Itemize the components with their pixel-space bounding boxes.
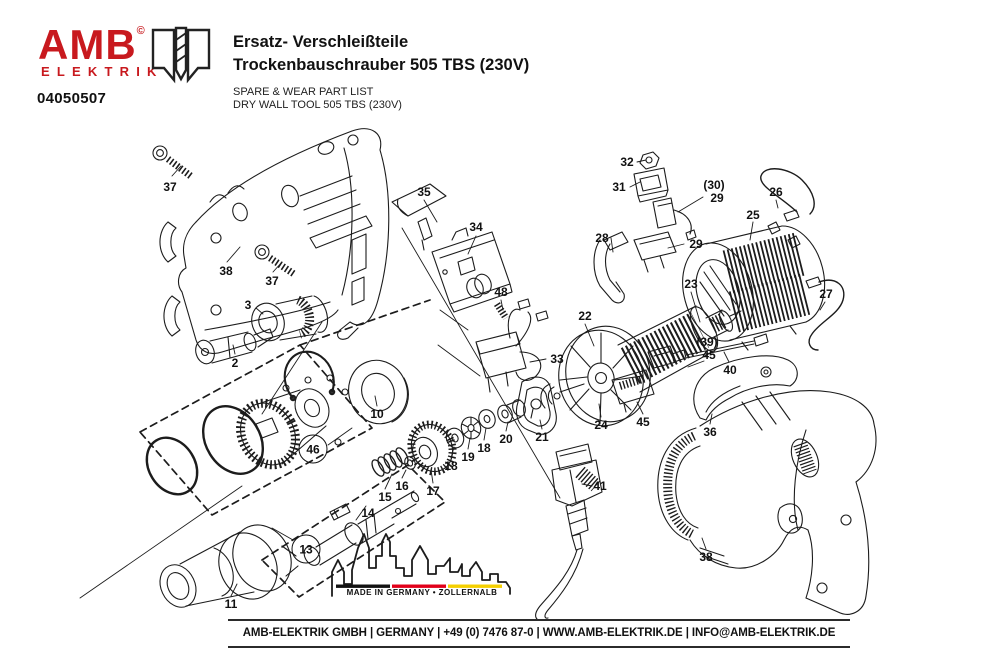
title-en-line1: SPARE & WEAR PART LIST bbox=[233, 86, 374, 98]
drill-bit-logo-icon bbox=[151, 26, 211, 84]
chuck-sleeve-drawing bbox=[251, 295, 329, 342]
clutch-gear-drawing bbox=[407, 420, 457, 476]
screw-37-top bbox=[152, 145, 195, 180]
brand-name: AMB bbox=[38, 21, 137, 68]
page-title-english: SPARE & WEAR PART LIST DRY WALL TOOL 505… bbox=[233, 86, 402, 113]
bushing-20-drawing bbox=[497, 399, 526, 424]
brand-logo-subtext: ELEKTRIK bbox=[41, 64, 164, 79]
flag-bar bbox=[336, 584, 502, 588]
screw-37-mid bbox=[254, 244, 296, 277]
document-part-number: 04050507 bbox=[37, 90, 107, 107]
footer-contact-bar: AMB-ELEKTRIK GMBH | GERMANY | +49 (0) 74… bbox=[228, 619, 850, 648]
page-title-german: Ersatz- Verschleißteile Trockenbauschrau… bbox=[233, 31, 529, 77]
trigger-parts-drawing bbox=[611, 333, 798, 421]
projection-lines bbox=[79, 227, 561, 599]
copyright-mark: © bbox=[136, 25, 146, 37]
leader-lines bbox=[171, 159, 826, 597]
grouping-dashed-boxes bbox=[139, 299, 446, 598]
gasket-drawing bbox=[515, 376, 557, 435]
motor-housing-half-drawing bbox=[657, 390, 877, 615]
ring-16-drawing bbox=[404, 456, 416, 470]
title-de-line1: Ersatz- Verschleißteile bbox=[233, 33, 409, 51]
bit-holder-drawing bbox=[195, 328, 274, 365]
clutch-cone-drawing bbox=[236, 374, 349, 470]
switch-drawing bbox=[391, 183, 549, 393]
spring-drawing bbox=[371, 447, 409, 477]
washer-18b-drawing bbox=[478, 409, 496, 429]
spindle-drawing bbox=[303, 490, 420, 566]
gear-housing-half-drawing bbox=[159, 128, 390, 355]
star-washer-19-drawing bbox=[460, 416, 482, 440]
made-in-germany-text: MADE IN GERMANY • ZOLLERNALB bbox=[346, 588, 498, 597]
ring-10-drawing bbox=[348, 359, 409, 425]
armature-drawing bbox=[540, 305, 742, 427]
title-de-line2: Trockenbauschrauber 505 TBS (230V) bbox=[233, 55, 530, 74]
nose-cone-drawing bbox=[159, 524, 299, 608]
brush-assembly-drawing bbox=[593, 151, 697, 304]
power-cord-drawing bbox=[535, 443, 603, 621]
brand-logo-text: AMB© bbox=[38, 24, 146, 66]
field-lead-wires bbox=[760, 168, 845, 351]
snap-ring-drawing bbox=[283, 350, 336, 402]
o-rings-drawing bbox=[145, 405, 265, 496]
title-en-line2: DRY WALL TOOL 505 TBS (230V) bbox=[233, 99, 402, 112]
skyline-drawing bbox=[331, 533, 511, 597]
